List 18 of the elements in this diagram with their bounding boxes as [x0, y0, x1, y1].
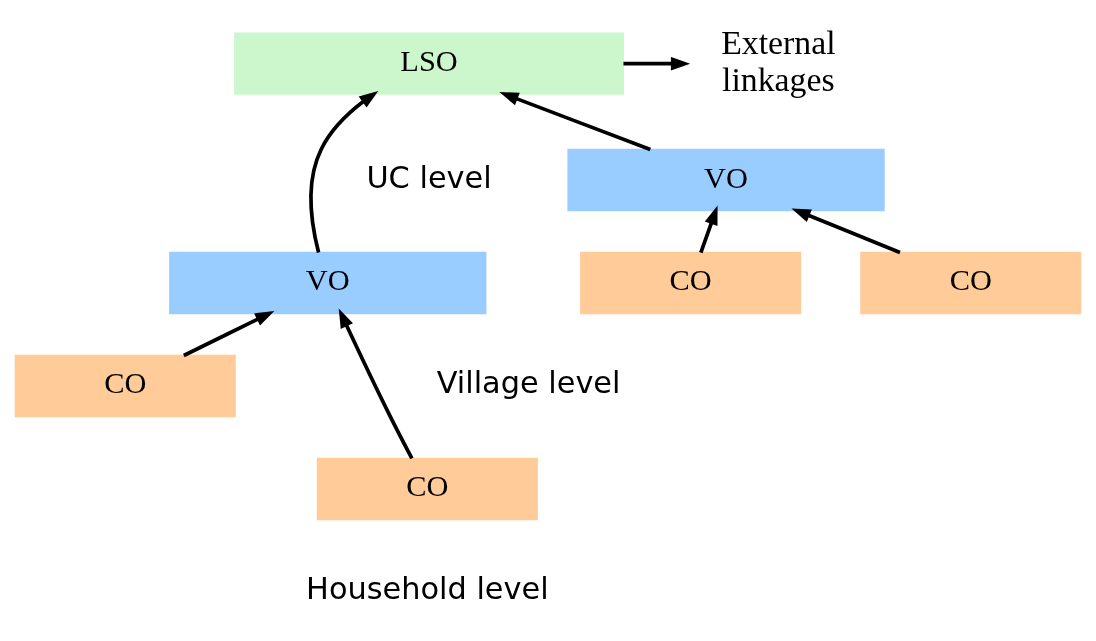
arrow — [338, 308, 414, 459]
node-box: CO — [316, 457, 538, 520]
arrow — [499, 91, 651, 151]
node-box: VO — [169, 251, 487, 314]
arrow — [623, 56, 691, 70]
arrow — [791, 207, 901, 254]
label: Household level — [306, 570, 549, 606]
label: UC level — [366, 159, 492, 195]
node-text: External linkages — [721, 23, 836, 98]
arrow — [309, 90, 379, 253]
arrow — [699, 205, 718, 253]
node-box: CO — [860, 251, 1082, 314]
node-box: CO — [14, 354, 236, 417]
node-box: VO — [567, 148, 885, 211]
arrow — [183, 310, 275, 357]
node-box: CO — [580, 251, 802, 314]
node-box: LSO — [234, 31, 624, 95]
label: Village level — [436, 364, 621, 400]
